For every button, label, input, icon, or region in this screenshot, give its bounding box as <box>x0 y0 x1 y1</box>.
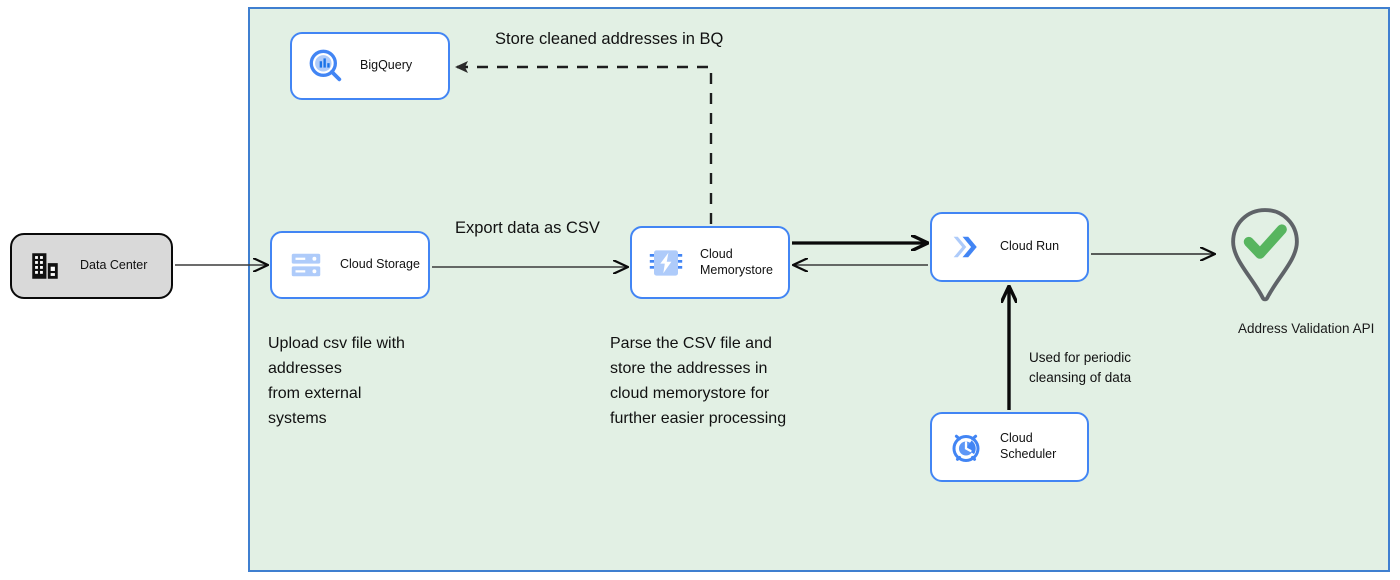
node-label-cloud-memorystore: Cloud Memorystore <box>700 247 773 278</box>
cloud-boundary-region <box>248 7 1390 572</box>
annotation-periodic-cleansing-note: Used for periodic cleansing of data <box>1029 350 1132 385</box>
node-label-memorystore-line1: Cloud <box>700 246 733 261</box>
building-icon <box>28 249 62 283</box>
annotation-upload-note: Upload csv file with addresses from exte… <box>268 335 405 427</box>
cloud-run-icon <box>946 227 986 267</box>
cloud-storage-icon <box>286 245 326 285</box>
bigquery-icon <box>306 46 346 86</box>
node-cloud-run[interactable]: Cloud Run <box>930 212 1089 282</box>
node-label-cloud-run: Cloud Run <box>1000 239 1060 254</box>
node-label-cloud-storage: Cloud Storage <box>340 257 420 272</box>
node-label-address-validation-api: Address Validation API <box>1238 321 1375 336</box>
annotation-parse-note: Parse the CSV file and store the address… <box>610 335 787 427</box>
edge-label-export-data-as-csv: Export data as CSV <box>455 219 600 237</box>
edge-memorystore-to-bigquery <box>455 61 713 224</box>
node-cloud-memorystore[interactable]: Cloud Memorystore <box>630 226 790 299</box>
edge-label-store-cleaned-addresses: Store cleaned addresses in BQ <box>495 30 724 48</box>
node-label-bigquery: BigQuery <box>360 58 413 73</box>
node-data-center[interactable]: Data Center <box>10 233 173 299</box>
memorystore-icon <box>646 243 686 283</box>
node-bigquery[interactable]: BigQuery <box>290 32 450 100</box>
node-cloud-scheduler[interactable]: Cloud Scheduler <box>930 412 1089 482</box>
map-pin-check-icon <box>1226 208 1304 309</box>
node-label-data-center: Data Center <box>80 258 148 273</box>
node-cloud-storage[interactable]: Cloud Storage <box>270 231 430 299</box>
node-label-memorystore-line2: Memorystore <box>700 262 773 277</box>
node-address-validation-api[interactable]: Address Validation API <box>1220 205 1390 338</box>
cloud-scheduler-icon <box>946 427 986 467</box>
node-label-cloud-scheduler: Cloud Scheduler <box>1000 431 1057 461</box>
